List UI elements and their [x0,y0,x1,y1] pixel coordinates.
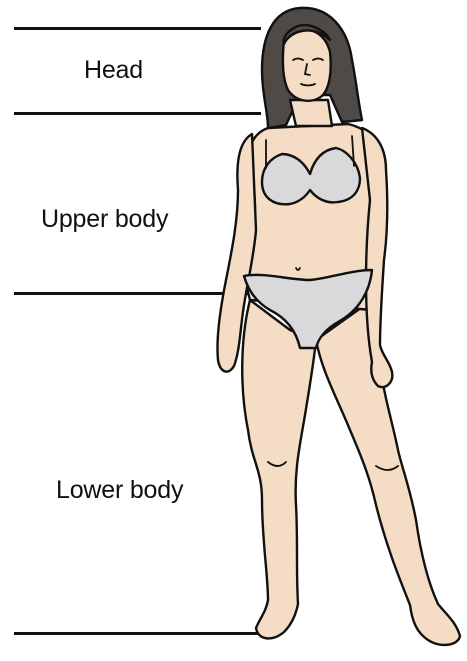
left-leg [242,300,316,638]
right-leg [316,300,460,645]
neck [290,100,332,126]
